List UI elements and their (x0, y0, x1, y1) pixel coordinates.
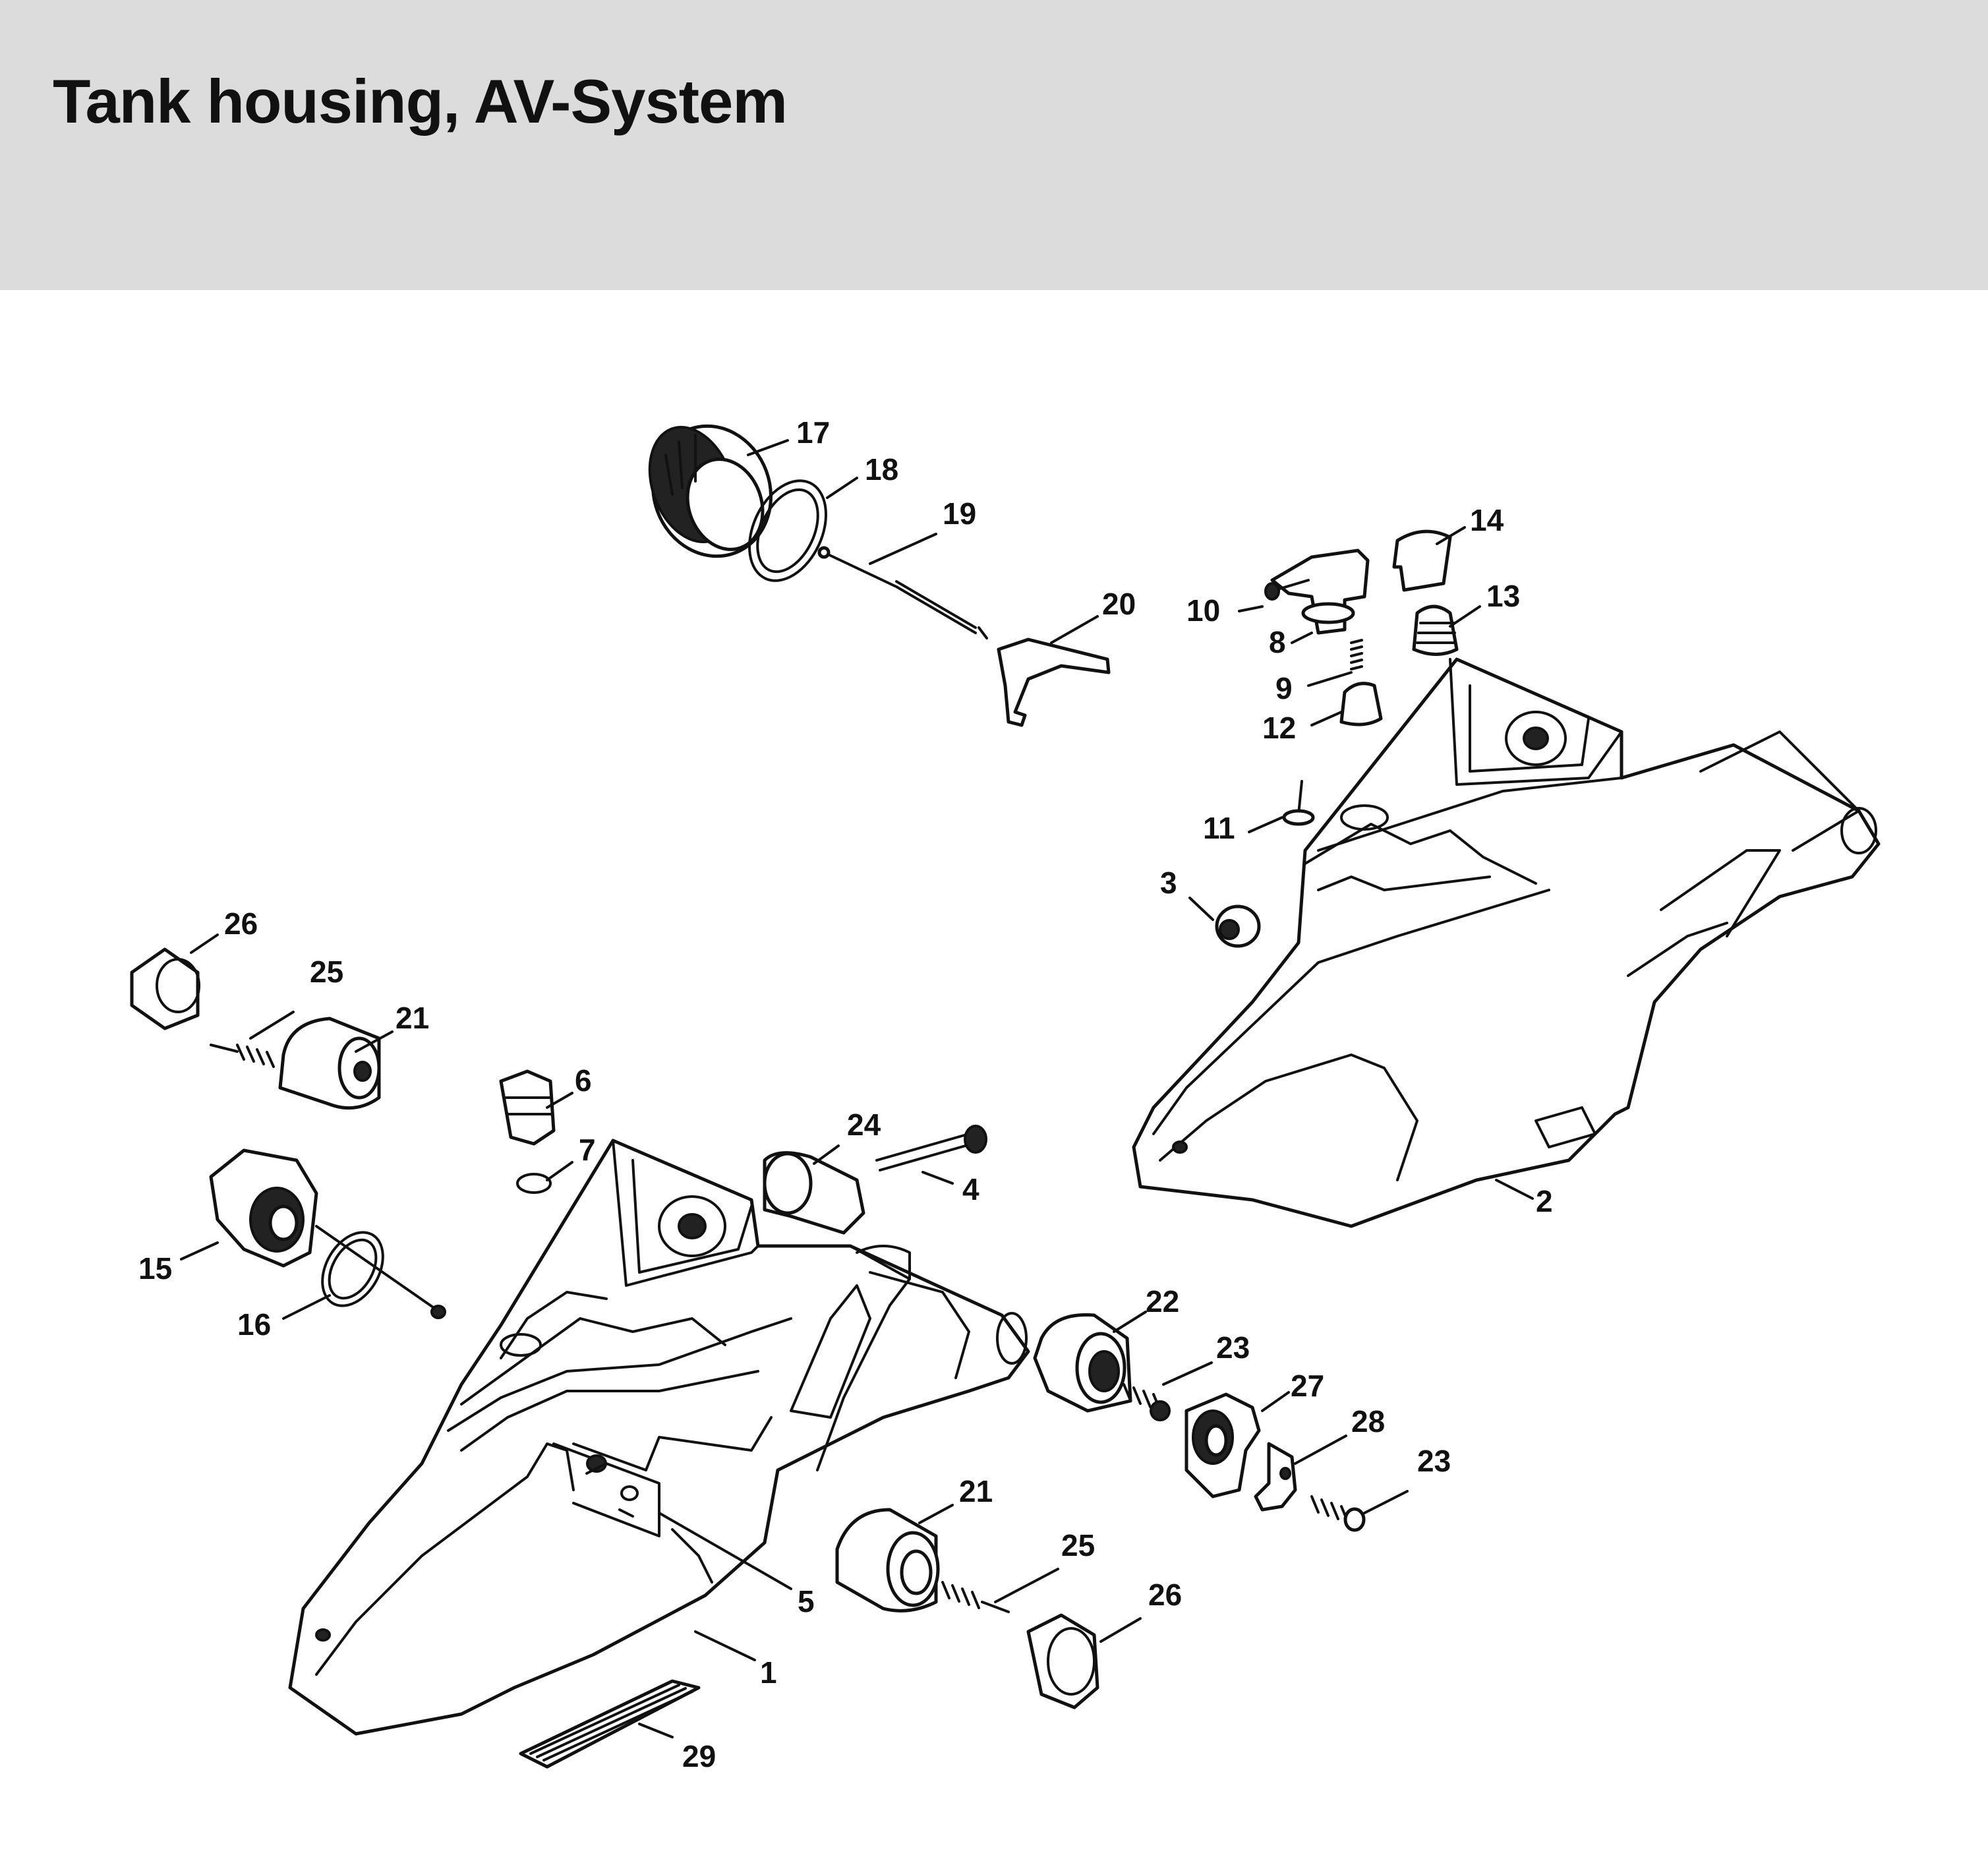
callout-5: 5 (798, 1584, 815, 1618)
callout-8: 8 (1269, 625, 1286, 659)
callout-23-lower: 23 (1417, 1444, 1451, 1478)
grommet-3-part (1215, 904, 1261, 948)
callout-25-upper: 25 (310, 955, 343, 989)
clamp-27-part (1184, 1392, 1261, 1498)
callout-7: 7 (579, 1133, 596, 1167)
buffer-21-upper-part (278, 1017, 381, 1110)
callout-2: 2 (1536, 1184, 1553, 1218)
callout-1: 1 (760, 1655, 777, 1690)
tank-cap-part (648, 424, 773, 558)
callout-23-upper: 23 (1216, 1330, 1250, 1365)
cap-14-part (1392, 529, 1452, 592)
bracket-part (997, 637, 1111, 727)
callout-4: 4 (962, 1172, 979, 1206)
callout-15: 15 (138, 1251, 172, 1286)
valve-11-part (1282, 780, 1315, 826)
header-banner: Tank housing, AV-System (0, 0, 1988, 290)
callout-6: 6 (575, 1063, 592, 1098)
callout-29: 29 (682, 1739, 716, 1773)
spring-9-part (1350, 639, 1363, 670)
buffer-24-part (763, 1151, 865, 1235)
callout-21-lower: 21 (959, 1474, 993, 1508)
callout-10: 10 (1186, 593, 1220, 628)
filler-elbow-part (1270, 548, 1370, 635)
buffer-22-part (1033, 1313, 1132, 1413)
callout-20: 20 (1102, 587, 1136, 621)
screw-part (1264, 579, 1310, 601)
pickup-15-part (209, 1148, 446, 1319)
seal-16-part (321, 1231, 384, 1307)
callout-26-upper: 26 (224, 906, 258, 941)
callout-14: 14 (1470, 503, 1504, 537)
callout-17: 17 (796, 415, 830, 450)
callout-19: 19 (943, 496, 976, 531)
callout-9: 9 (1275, 671, 1293, 705)
callout-18: 18 (865, 452, 898, 487)
spring-25-lower-part (941, 1581, 1010, 1613)
label-29-part (519, 1679, 701, 1769)
callout-27: 27 (1291, 1369, 1324, 1403)
callout-25-lower: 25 (1061, 1528, 1095, 1562)
screw-23-upper-part (1123, 1383, 1171, 1421)
strainer-13-part (1412, 605, 1459, 656)
callout-28: 28 (1351, 1404, 1385, 1438)
o-ring-7-part (516, 1173, 552, 1194)
callout-3: 3 (1160, 866, 1177, 900)
callout-12: 12 (1262, 711, 1296, 745)
tank-housing-upper-part (1132, 657, 1881, 1228)
callout-22: 22 (1146, 1284, 1179, 1319)
buffer-21-lower-part (835, 1508, 940, 1613)
callout-16: 16 (237, 1307, 271, 1342)
retaining-rod-part (817, 546, 988, 639)
callout-26-lower: 26 (1148, 1578, 1182, 1612)
bolt-4-part (875, 1125, 987, 1171)
stop-28-part (1254, 1442, 1297, 1512)
callout-13: 13 (1486, 579, 1520, 613)
tank-cap-seal-part (747, 479, 828, 582)
plug-26-lower-part (1026, 1613, 1099, 1709)
plug-12-part (1339, 682, 1383, 726)
screw-23-lower-part (1310, 1495, 1366, 1532)
spring-25-upper-part (210, 1044, 275, 1068)
tank-housing-lower-part (288, 1139, 1030, 1736)
callout-21-upper: 21 (395, 1001, 429, 1035)
page-title: Tank housing, AV-System (53, 67, 788, 136)
callout-24: 24 (847, 1108, 881, 1142)
callout-leaders (180, 439, 1534, 1738)
plug-26-upper-part (130, 947, 200, 1030)
filler-cap-6-part (499, 1069, 556, 1146)
callout-11: 11 (1203, 811, 1235, 845)
